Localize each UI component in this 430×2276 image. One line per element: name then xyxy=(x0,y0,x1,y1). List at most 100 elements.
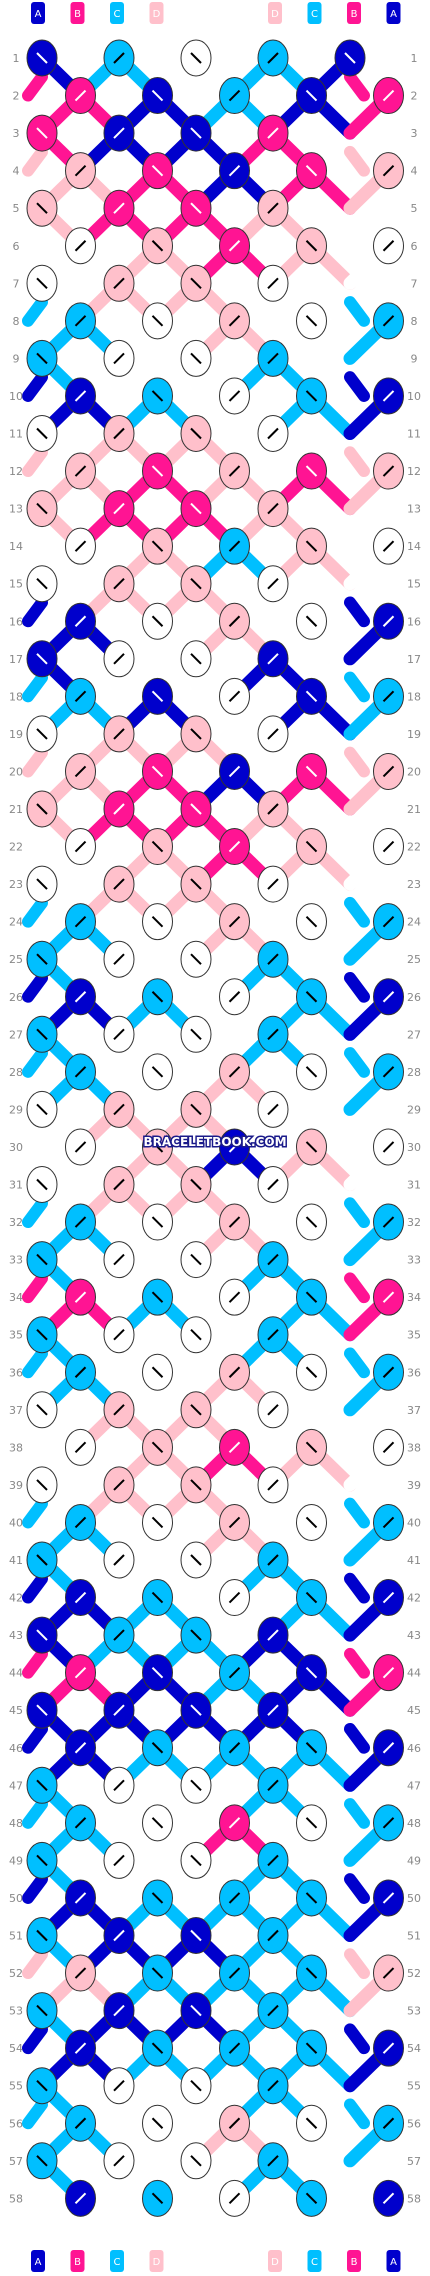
arrow-icon xyxy=(190,127,202,139)
arrow-icon xyxy=(228,465,241,477)
knot xyxy=(142,752,173,790)
strand-label: C xyxy=(114,2257,121,2268)
knot xyxy=(142,1579,173,1617)
row-number: 13 xyxy=(9,503,23,516)
knot xyxy=(373,1804,404,1842)
arrow-icon xyxy=(74,2192,87,2205)
edge-thread xyxy=(344,296,370,327)
strand-label: B xyxy=(74,2257,81,2268)
arrow-icon xyxy=(74,2117,87,2129)
row-number: 15 xyxy=(407,578,421,591)
arrow-icon xyxy=(382,1742,395,1754)
knot xyxy=(103,1316,135,1354)
arrow-icon xyxy=(74,1666,87,1679)
row-number: 23 xyxy=(9,878,23,891)
knot xyxy=(65,1203,96,1241)
knot xyxy=(373,2029,404,2067)
knot xyxy=(373,1203,404,1241)
edge-thread xyxy=(344,1948,370,1980)
arrow-icon xyxy=(74,915,87,928)
arrow-icon xyxy=(36,1554,48,1566)
row-number: 43 xyxy=(407,1629,421,1642)
arrow-icon xyxy=(190,1103,202,1116)
arrow-icon xyxy=(36,1328,48,1341)
knot xyxy=(65,1804,96,1842)
arrow-icon xyxy=(305,991,318,1003)
arrow-icon xyxy=(113,1704,125,1716)
strand-chip xyxy=(149,2,164,24)
arrow-icon xyxy=(113,1404,125,1416)
arrow-icon xyxy=(113,2079,125,2092)
row-number: 18 xyxy=(407,690,421,703)
arrow-icon xyxy=(113,1103,125,1116)
knot xyxy=(373,677,404,715)
edge-thread xyxy=(22,1873,48,1904)
arrow-icon xyxy=(267,953,279,965)
arrow-icon xyxy=(228,2192,241,2205)
knot xyxy=(373,1729,404,1767)
edge-thread xyxy=(22,2023,48,2055)
edge-thread xyxy=(344,1497,370,1529)
knot xyxy=(373,752,404,790)
edge-thread xyxy=(22,1047,48,1078)
knot xyxy=(180,640,212,678)
knot xyxy=(257,1241,289,1279)
arrow-icon xyxy=(382,615,395,627)
arrow-icon xyxy=(113,202,125,214)
arrow-icon xyxy=(151,1817,164,1829)
knot xyxy=(219,1278,250,1316)
arrow-icon xyxy=(228,991,241,1003)
knot xyxy=(180,415,212,452)
knot xyxy=(103,940,135,978)
arrow-icon xyxy=(382,840,395,853)
strand-chip xyxy=(31,2,45,24)
knot xyxy=(257,189,289,227)
row-number: 41 xyxy=(9,1554,23,1567)
arrow-icon xyxy=(305,690,318,703)
strand-label: B xyxy=(351,2257,358,2268)
arrow-icon xyxy=(113,127,125,139)
row-number: 11 xyxy=(9,428,23,441)
arrow-icon xyxy=(267,1554,279,1566)
knot xyxy=(103,114,135,152)
knot xyxy=(180,189,212,227)
knot xyxy=(142,677,173,715)
arrow-icon xyxy=(74,315,87,327)
knot xyxy=(219,152,250,190)
arrow-icon xyxy=(151,2042,164,2054)
arrow-icon xyxy=(382,2192,395,2205)
knot xyxy=(65,1654,96,1692)
arrow-icon xyxy=(382,1817,395,1829)
arrow-icon xyxy=(190,1028,202,1041)
arrow-icon xyxy=(113,2155,125,2167)
knot xyxy=(142,1654,173,1692)
arrow-icon xyxy=(267,127,279,139)
arrow-icon xyxy=(382,240,395,252)
arrow-icon xyxy=(382,164,395,177)
knot xyxy=(373,1278,404,1316)
arrow-icon xyxy=(36,1253,48,1266)
arrow-icon xyxy=(305,1291,318,1303)
knot xyxy=(142,377,173,415)
row-number: 45 xyxy=(407,1704,421,1717)
arrow-icon xyxy=(382,991,395,1003)
row-number: 46 xyxy=(407,1742,421,1755)
strand-label: C xyxy=(311,2257,318,2268)
knot xyxy=(373,452,404,490)
arrow-icon xyxy=(74,1366,87,1378)
knot xyxy=(180,1090,212,1128)
arrow-icon xyxy=(305,390,318,402)
knot xyxy=(180,1841,212,1879)
arrow-icon xyxy=(151,1141,164,1153)
arrow-icon xyxy=(305,240,318,252)
arrow-icon xyxy=(190,427,202,440)
edge-thread xyxy=(22,746,48,778)
arrow-icon xyxy=(36,1629,48,1641)
strand-chip xyxy=(386,2250,401,2272)
knot xyxy=(65,77,96,115)
knot xyxy=(103,2067,135,2105)
knot xyxy=(65,377,96,415)
arrow-icon xyxy=(151,1591,164,1604)
knot xyxy=(26,1166,58,1203)
